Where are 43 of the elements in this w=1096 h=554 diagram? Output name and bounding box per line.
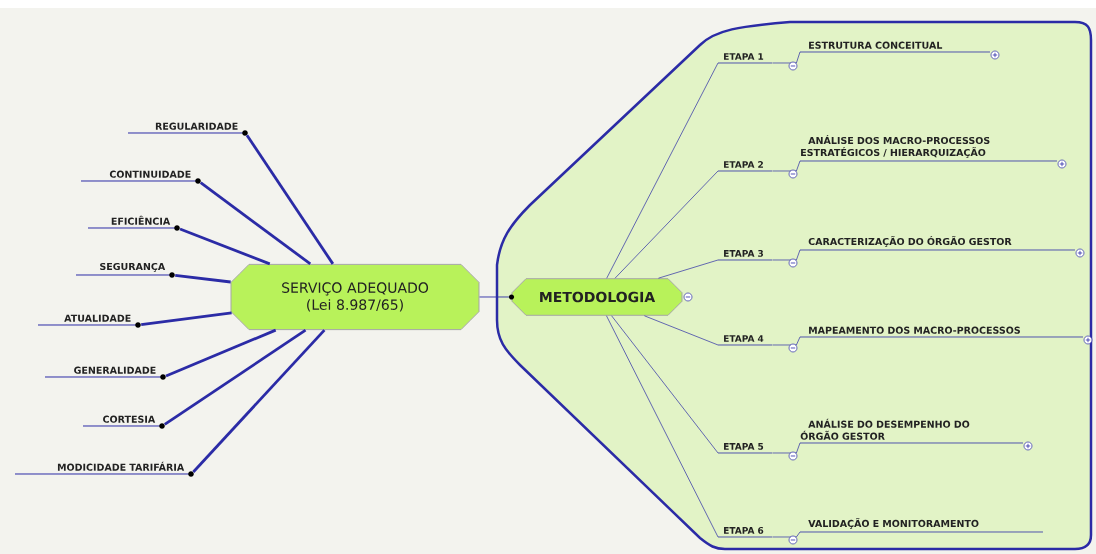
connector [644,315,719,346]
connector [606,315,719,538]
connector [141,311,232,327]
branch-label: GENERALIDADE [44,366,166,380]
connector [772,249,801,261]
connector [772,531,801,538]
branch-label: ETAPA 6 [717,527,773,538]
branch-label: MODICIDADE TARIFÁRIA [14,461,194,477]
topic-box: SERVIÇO ADEQUADO (Lei 8.987/65) [230,263,480,331]
connector [175,273,231,284]
branch-label: REGULARIDADE [127,122,248,136]
branch-label: ETAPA 1 [717,53,773,64]
connector [179,227,271,266]
branch-label: ESTRUTURA CONCEITUAL [799,41,991,53]
branch-label: VALIDAÇÃO E MONITORAMENTO [799,518,1044,533]
branch-label: CARACTERIZAÇÃO DO ÓRGÃO GESTOR [799,236,1076,251]
connector [772,336,801,346]
connector [611,315,719,454]
branch-label: ETAPA 4 [717,335,773,346]
topic-box: METODOLOGIA [508,278,683,316]
branch-label: MAPEAMENTO DOS MACRO-PROCESSOS [799,326,1084,338]
connector [245,134,335,265]
connector [163,328,307,426]
connector [658,259,719,279]
branch-label: ETAPA 5 [717,443,773,454]
connector [772,442,801,454]
connector [614,170,719,279]
connector [772,160,801,172]
branch-label: ANÁLISE DOS MACRO-PROCESSOS ESTRATÉGICOS / HIERARQUIZAÇÃO [799,135,1058,162]
connector [479,296,510,298]
branch-label: CONTINUIDADE [80,170,201,184]
connector [165,328,277,378]
branch-label: CORTESIA [82,415,165,429]
branch-label: SEGURANÇA [75,262,175,278]
branch-label: ANÁLISE DO DESEMPENHO DO ÓRGÃO GESTOR [799,418,1024,444]
branch-label: ATUALIDADE [37,314,141,328]
branch-label: ETAPA 2 [717,161,773,172]
branch-label: ETAPA 3 [717,250,773,261]
connector [772,51,801,64]
branch-label: EFICIÊNCIA [87,215,180,231]
connector [199,181,312,265]
connector [606,62,719,279]
connector [192,329,326,473]
